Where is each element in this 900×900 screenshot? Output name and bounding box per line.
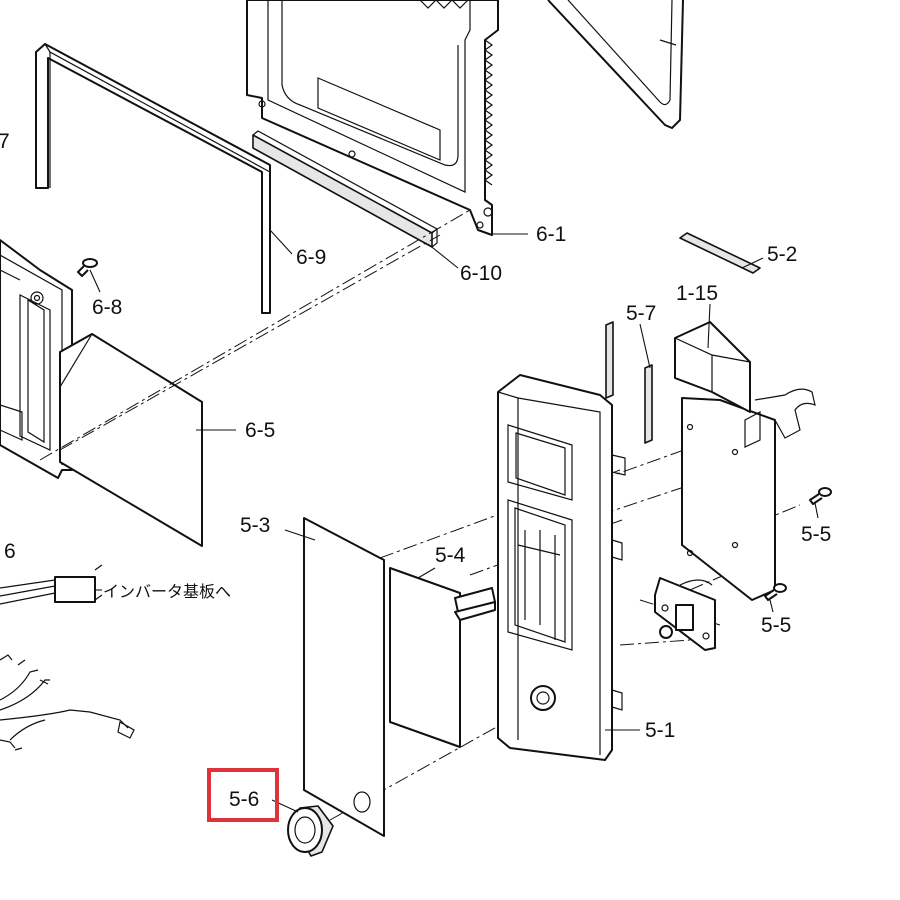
inverter-board-note: インバータ基板へ bbox=[103, 582, 231, 601]
screw-6-8 bbox=[77, 258, 98, 277]
label-5-1: 5-1 bbox=[645, 719, 675, 742]
strip-5-7 bbox=[605, 321, 653, 444]
screw-5-5-upper bbox=[809, 487, 832, 505]
sheet-5-3 bbox=[303, 517, 385, 837]
wire-harness bbox=[0, 564, 135, 751]
knob-5-6 bbox=[287, 805, 334, 857]
label-5-5-upper: 5-5 bbox=[801, 523, 831, 546]
membrane-switch-5-4 bbox=[389, 567, 496, 748]
screw-5-5-lower bbox=[764, 583, 787, 601]
label-5-6: 5-6 bbox=[229, 788, 259, 811]
label-6-10: 6-10 bbox=[460, 262, 502, 285]
label-6-8: 6-8 bbox=[92, 296, 122, 319]
label-5-3: 5-3 bbox=[240, 514, 270, 537]
label-5-2 bbox=[679, 232, 761, 274]
part-labels: 6-1 6-9 6-10 6-8 6-5 5-2 1-15 5-7 5-5 5-… bbox=[0, 130, 831, 811]
highlight-box-5-6 bbox=[207, 768, 279, 822]
switch-bracket bbox=[654, 577, 716, 651]
label-6-partial: 6 bbox=[4, 540, 16, 563]
label-7-partial: 7 bbox=[0, 130, 10, 153]
door-sheet-6-5 bbox=[59, 333, 203, 547]
seal-frame-6-9 bbox=[35, 43, 271, 314]
label-5-7: 5-7 bbox=[626, 302, 656, 325]
label-5-4: 5-4 bbox=[435, 544, 466, 567]
door-frame-6-1 bbox=[246, 0, 499, 236]
control-panel-5-1 bbox=[497, 374, 626, 761]
label-6-5: 6-5 bbox=[245, 419, 275, 442]
label-6-9: 6-9 bbox=[296, 246, 326, 269]
label-1-15: 1-15 bbox=[676, 282, 718, 305]
pcb-board-1-15 bbox=[674, 321, 816, 601]
door-outer-panel bbox=[547, 0, 684, 129]
label-5-2: 5-2 bbox=[767, 243, 797, 266]
label-6-1: 6-1 bbox=[536, 223, 566, 246]
label-5-5-lower: 5-5 bbox=[761, 614, 791, 637]
